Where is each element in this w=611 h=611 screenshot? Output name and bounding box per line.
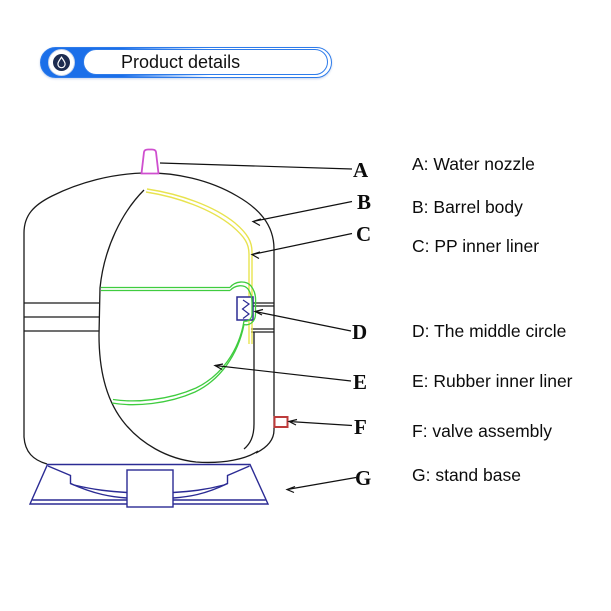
rubber-inner-liner-line [101,281,257,406]
callout-letter-d: D [352,320,367,344]
section-header-title: Product details [83,49,328,75]
stand-base-shape [28,463,270,508]
leader-g [285,476,357,494]
section-header-pill: Product details [40,47,332,78]
callout-letters: A B C D E F G [352,158,371,490]
callout-letter-b: B [357,190,371,214]
part-label-water-nozzle: A: Water nozzle [412,154,535,174]
valve-assembly-shape [273,416,289,428]
part-label-barrel-body: B: Barrel body [412,197,523,217]
callout-letter-a: A [353,158,369,182]
leader-b [251,200,353,227]
callout-letter-e: E [353,370,367,394]
callout-letter-g: G [355,466,371,490]
part-label-middle-circle: D: The middle circle [412,321,567,341]
callout-letter-f: F [354,415,367,439]
part-label-rubber-inner-liner: E: Rubber inner liner [412,371,573,391]
callout-letter-c: C [356,222,371,246]
middle-circle-clamp [236,296,254,321]
pp-inner-liner-line [145,188,253,344]
leader-f [287,418,353,427]
leader-d [253,308,352,332]
leader-c [250,232,353,260]
water-nozzle-shape [140,148,160,175]
barrel-body-outline [23,172,275,465]
water-drop-icon [48,49,75,76]
leader-e [213,363,352,382]
part-label-pp-inner-liner: C: PP inner liner [412,236,540,256]
part-label-valve-assembly: F: valve assembly [412,421,553,441]
leader-a [159,162,353,170]
part-label-stand-base: G: stand base [412,465,521,485]
leader-lines [159,162,357,494]
